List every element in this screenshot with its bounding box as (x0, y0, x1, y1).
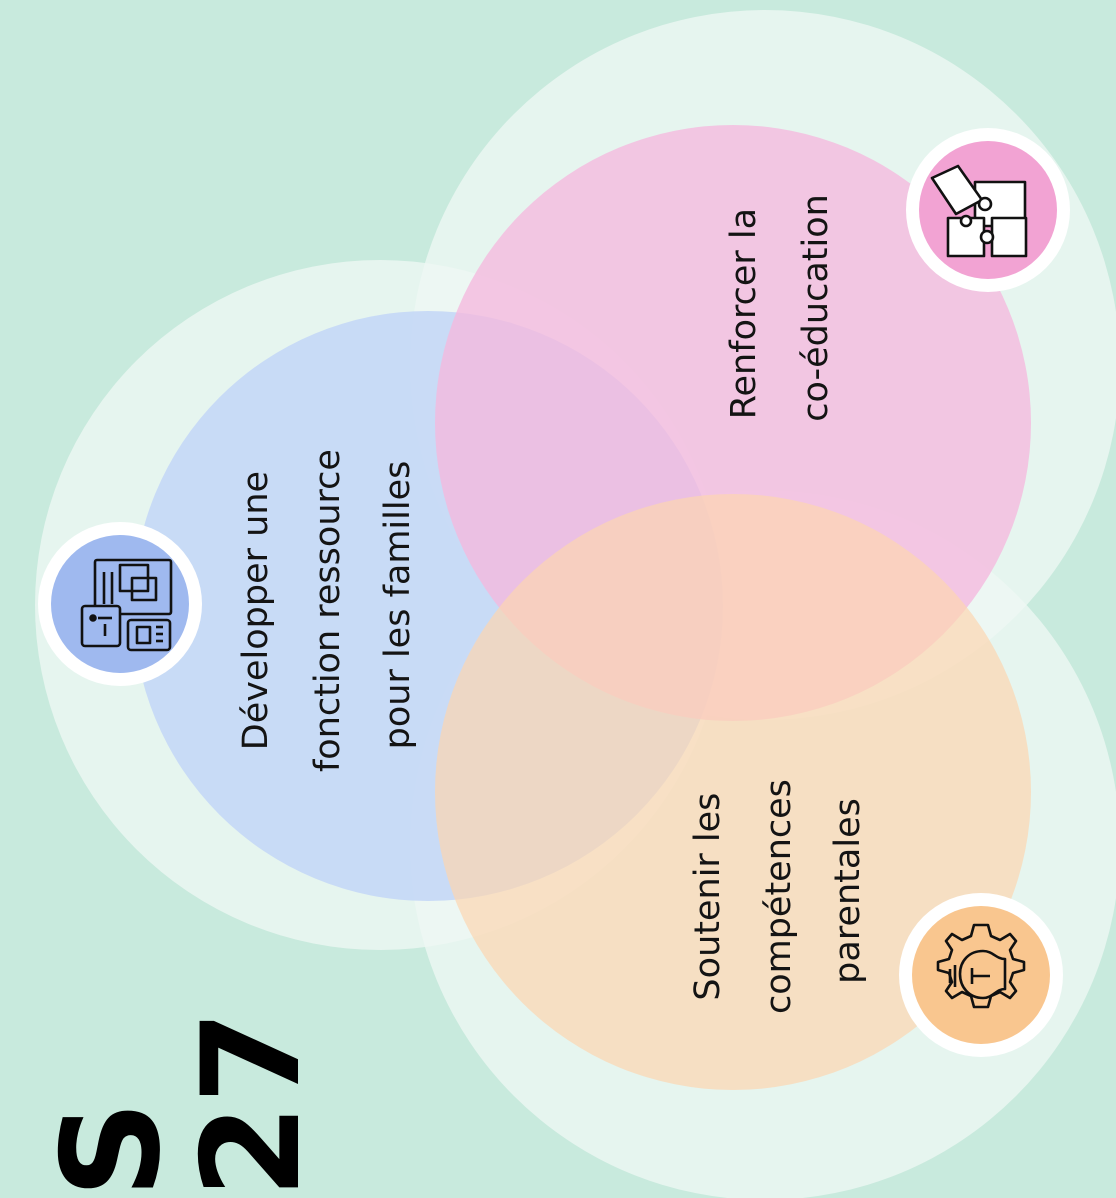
label-blue: Développer une fonction ressource pour l… (236, 438, 418, 772)
badge-inner-blue (51, 535, 189, 673)
venn-circles (133, 125, 1031, 1090)
label-pink-line-2: co-éducation (796, 194, 836, 422)
label-pink: Renforcer la co-éducation (724, 194, 836, 422)
circle-orange (435, 494, 1031, 1090)
label-blue-line-2: fonction ressource (308, 449, 348, 772)
label-orange-line-2: compétences (759, 779, 799, 1014)
label-orange-line-1: Soutenir les (688, 793, 728, 1001)
label-pink-line-1: Renforcer la (724, 208, 764, 419)
web-devices-icon (38, 522, 202, 686)
label-blue-line-1: Développer une (236, 471, 276, 750)
label-orange: Soutenir les compétences parentales (688, 768, 868, 1014)
partial-title-line-2: 27 (173, 1010, 330, 1198)
label-orange-line-3: parentales (828, 798, 868, 984)
partial-title-line-1: S (33, 1101, 190, 1198)
puzzle-icon (906, 128, 1070, 292)
partial-title: S 27 (33, 1010, 330, 1198)
gear-lightbulb-icon (899, 893, 1063, 1057)
label-blue-line-3: pour les familles (378, 461, 418, 750)
